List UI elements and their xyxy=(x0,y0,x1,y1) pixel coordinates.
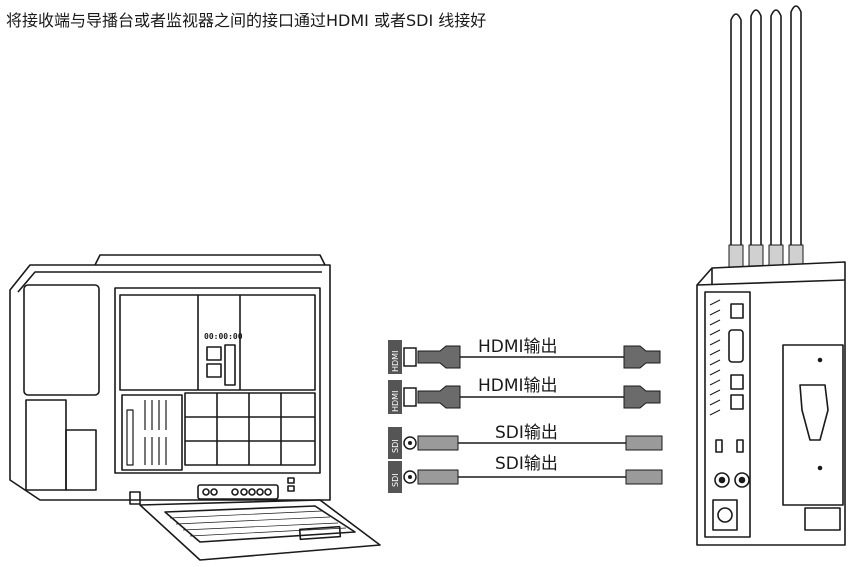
port-tag-sdi-1 xyxy=(388,427,402,459)
cable-row-4: SDI SDI输出 xyxy=(388,454,663,493)
receiver-unit xyxy=(696,5,846,546)
cable-label-sdi-2: SDI输出 xyxy=(495,454,558,474)
console-timecode: 00:00:00 xyxy=(204,332,243,341)
broadcast-console xyxy=(9,254,381,561)
port-tag-label: SDI xyxy=(391,439,400,453)
port-tag-label: HDMI xyxy=(391,391,400,412)
instruction-text: 将接收端与导播台或者监视器之间的接口通过HDMI 或者SDI 线接好 xyxy=(6,11,487,30)
cable-label-hdmi-1: HDMI输出 xyxy=(478,337,558,357)
cable-label-sdi-1: SDI输出 xyxy=(495,423,558,443)
port-tag-sdi-2 xyxy=(388,461,402,493)
cable-label-hdmi-2: HDMI输出 xyxy=(478,376,558,396)
port-tag-hdmi-2 xyxy=(388,380,402,414)
cable-row-2: HDMI HDMI输出 xyxy=(388,376,661,414)
cable-row-1: HDMI HDMI输出 xyxy=(388,337,661,374)
port-tag-label: SDI xyxy=(391,473,400,487)
cable-row-3: SDI SDI输出 xyxy=(388,423,663,459)
antenna-array xyxy=(728,5,804,268)
port-tag-label: HDMI xyxy=(391,351,400,372)
port-tag-hdmi-1 xyxy=(388,340,402,374)
